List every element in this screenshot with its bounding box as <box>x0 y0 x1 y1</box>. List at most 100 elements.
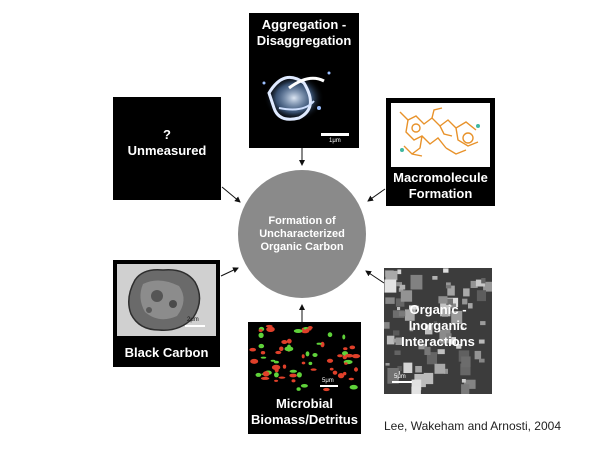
microbe-speck <box>300 384 308 388</box>
organic-inorganic-label: Organic - Inorganic Interactions <box>401 302 475 349</box>
mineral-grain <box>460 327 465 330</box>
microbe-speck <box>291 379 296 383</box>
mineral-grain <box>478 339 485 344</box>
mineral-grain <box>410 274 423 290</box>
mineral-grain <box>384 279 397 293</box>
microbe-speck <box>345 353 354 358</box>
organic-inorganic-image <box>384 268 492 394</box>
mineral-grain <box>480 321 486 326</box>
mineral-grain <box>461 356 471 368</box>
mineral-grain <box>462 298 468 305</box>
mineral-grain <box>475 279 485 287</box>
microbe-speck <box>310 368 317 371</box>
microbe-speck <box>260 356 267 359</box>
mineral-grain <box>395 337 403 345</box>
microbe-speck <box>271 364 281 371</box>
scale-bar <box>321 133 349 136</box>
microbe-speck <box>348 377 354 381</box>
microbe-speck <box>326 358 334 363</box>
microbial-image <box>249 324 361 392</box>
scale-label: 2μm <box>187 317 199 323</box>
microbe-speck <box>337 373 345 379</box>
microbial-label: Microbial Biomass/Detritus <box>251 396 358 427</box>
microbe-speck <box>258 343 265 349</box>
mineral-grain <box>442 308 449 317</box>
mineral-grain <box>392 310 405 318</box>
mineral-grain <box>396 282 402 287</box>
microbe-speck <box>329 367 334 371</box>
mineral-grain <box>403 362 413 373</box>
aggregation-label: Aggregation - Disaggregation <box>256 17 352 48</box>
mineral-grain <box>411 386 421 394</box>
mineral-grain <box>456 344 462 349</box>
mineral-grain <box>437 349 445 355</box>
mineral-grain <box>395 298 405 307</box>
microbe-speck <box>296 387 301 391</box>
microbe-speck <box>282 364 287 369</box>
mineral-grain <box>463 288 470 297</box>
mineral-grain <box>468 303 473 309</box>
microbe-speck <box>342 334 346 340</box>
mineral-grain <box>470 280 478 288</box>
mineral-grain <box>385 270 398 281</box>
mineral-grain <box>400 290 413 302</box>
center-circle-text: Formation of Uncharacterized Organic Car… <box>259 214 345 253</box>
aggregate-image <box>262 71 331 122</box>
microbe-speck <box>301 361 306 365</box>
microbe-speck <box>274 372 279 378</box>
mineral-grain <box>398 311 406 317</box>
scale-bar <box>320 385 338 387</box>
arrow-black-carbon <box>220 267 239 277</box>
scale-bar <box>392 381 412 383</box>
mineral-grain <box>433 321 437 325</box>
mineral-grain <box>426 352 437 365</box>
scale-bar <box>185 325 205 327</box>
mineral-grain <box>415 366 422 373</box>
microbe-speck <box>289 369 297 373</box>
scale-label: 5μm <box>322 378 334 384</box>
mineral-grain <box>479 358 485 363</box>
microbe-speck <box>301 354 305 359</box>
microbe-speck <box>323 387 330 392</box>
mineral-grain <box>397 366 402 371</box>
arrow-unmeasured <box>221 186 241 203</box>
mineral-grain <box>404 309 415 321</box>
citation: Lee, Wakeham and Arnosti, 2004 <box>384 419 561 433</box>
mineral-grain <box>386 335 395 345</box>
mineral-grain <box>385 297 395 304</box>
microbe-speck <box>343 347 348 351</box>
mineral-grain <box>458 350 470 362</box>
microbe-speck <box>308 361 313 366</box>
mineral-grain <box>398 288 404 292</box>
mineral-grain <box>425 324 433 335</box>
microbe-speck <box>349 345 356 350</box>
microbe-speck <box>260 351 266 355</box>
mineral-grain <box>397 269 402 275</box>
mineral-grain <box>397 307 401 311</box>
mineral-grain <box>384 322 390 329</box>
organic-inorganic-panel: Organic - Inorganic Interactions 5μm <box>384 268 492 394</box>
mineral-grain <box>451 303 456 310</box>
mineral-grain <box>447 285 455 296</box>
macromolecule-panel: Macromolecule Formation <box>386 98 495 206</box>
microbe-speck <box>265 324 273 328</box>
microbe-speck <box>286 338 292 344</box>
microbe-speck <box>351 354 361 359</box>
mineral-grain <box>461 379 466 383</box>
black-carbon-image <box>128 268 201 331</box>
mineral-grain <box>399 284 406 290</box>
mineral-grain <box>451 310 463 324</box>
mineral-grain <box>445 333 452 339</box>
mineral-grain <box>411 379 422 391</box>
microbe-speck <box>354 367 358 372</box>
macromolecule-label: Macromolecule Formation <box>393 170 488 201</box>
microbe-speck <box>344 362 348 365</box>
mineral-grain <box>424 346 431 355</box>
mineral-grain <box>409 327 414 332</box>
center-circle: Formation of Uncharacterized Organic Car… <box>238 170 366 298</box>
microbe-speck <box>293 329 303 333</box>
mineral-grain <box>476 290 486 302</box>
mineral-grain <box>444 368 448 374</box>
microbe-speck <box>270 359 276 362</box>
arrow-macromolecule <box>367 188 386 202</box>
